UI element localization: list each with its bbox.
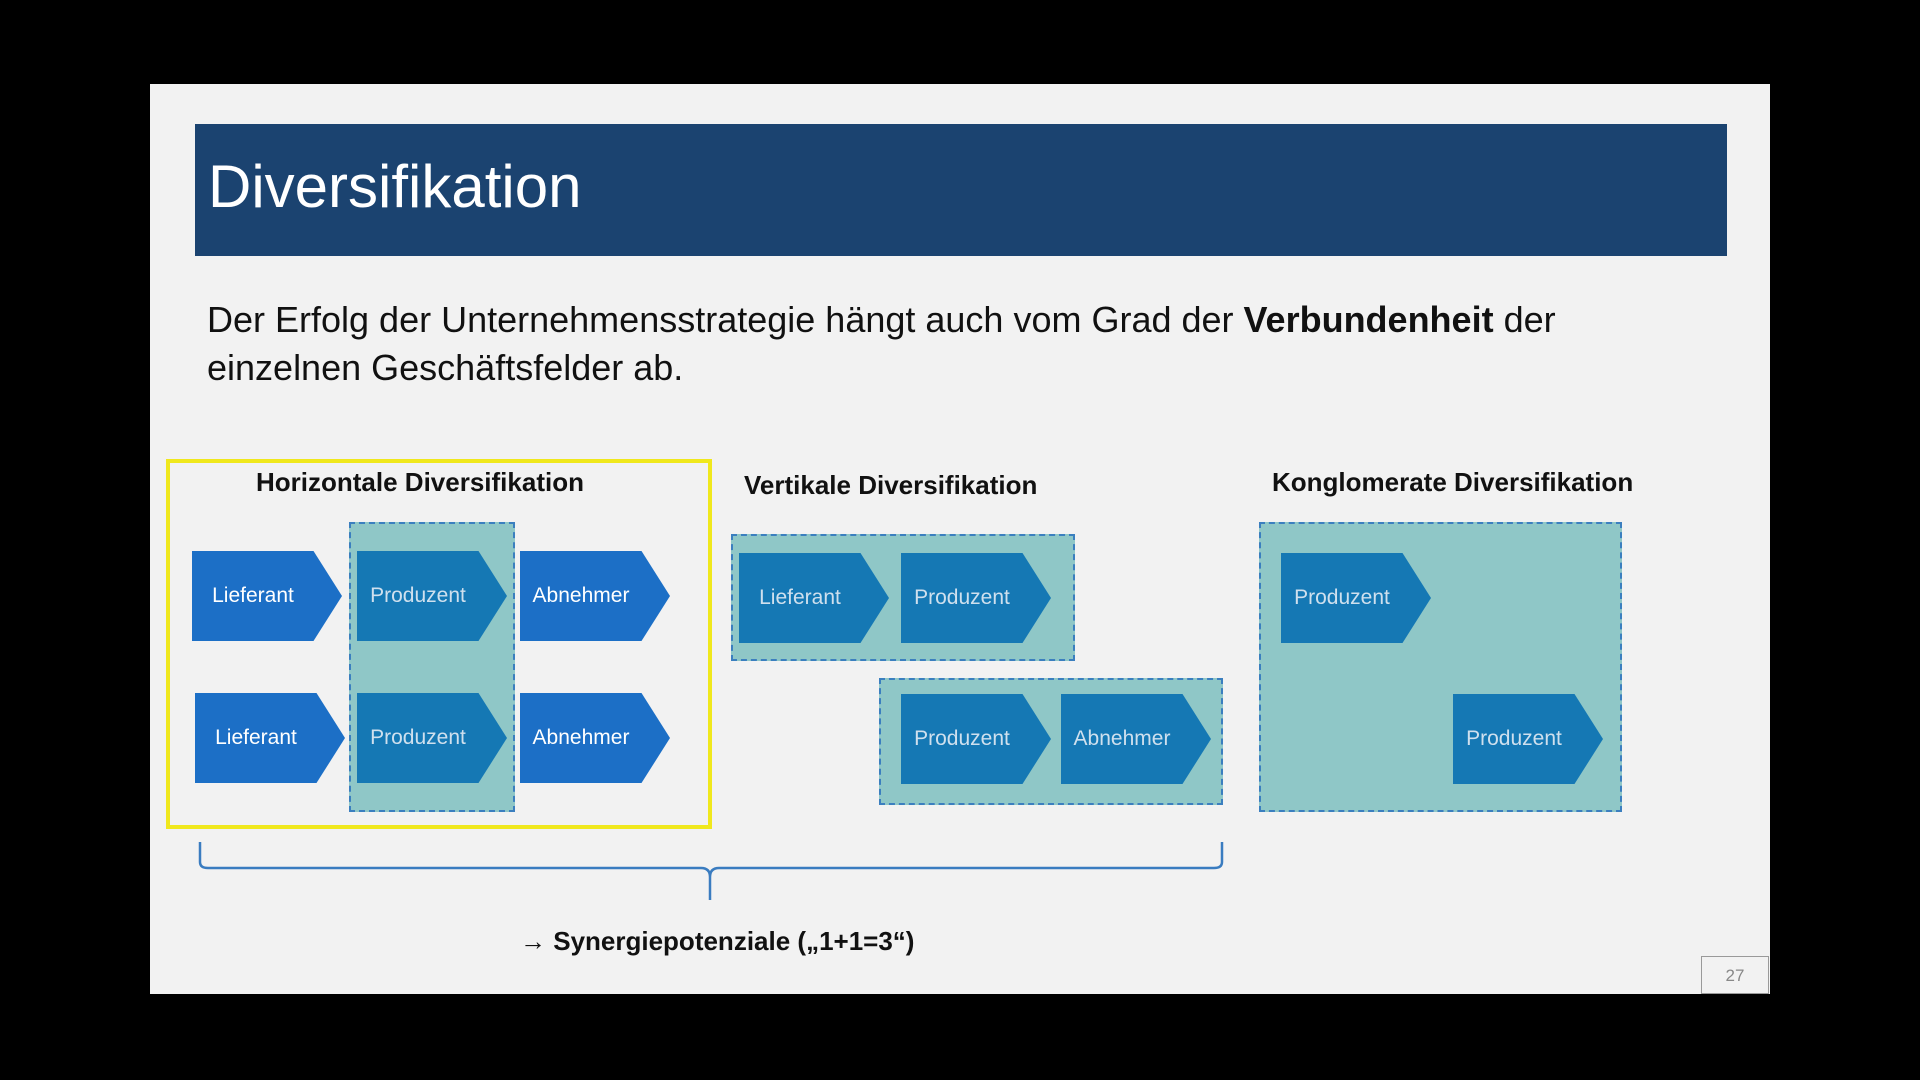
arrow-lieferant: Lieferant: [195, 693, 345, 783]
intro-bold: Verbundenheit: [1243, 299, 1494, 340]
arrow-lieferant: Lieferant: [739, 553, 889, 643]
arrow-abnehmer: Abnehmer: [520, 551, 670, 641]
arrow-abnehmer: Abnehmer: [520, 693, 670, 783]
intro-text: Der Erfolg der Unternehmensstrategie hän…: [207, 296, 1707, 392]
grouping-brace: [198, 842, 1224, 900]
arrow-produzent: Produzent: [357, 551, 507, 641]
intro-part2: der einzelnen Geschäftsfelder ab.: [207, 299, 1556, 388]
highlight-frame: [166, 459, 712, 829]
arrow-produzent: Produzent: [1281, 553, 1431, 643]
synergy-note: → Synergiepotenziale („1+1=3“): [520, 926, 915, 956]
arrow-lieferant: Lieferant: [192, 551, 342, 641]
arrow-produzent: Produzent: [357, 693, 507, 783]
arrow-abnehmer: Abnehmer: [1061, 694, 1211, 784]
section-title-conglomerate: Konglomerate Diversifikation: [1272, 467, 1634, 497]
intro-part1: Der Erfolg der Unternehmensstrategie hän…: [207, 299, 1244, 340]
section-title-horizontal: Horizontale Diversifikation: [256, 467, 584, 497]
page-number: 27: [1701, 956, 1769, 994]
arrow-produzent: Produzent: [1453, 694, 1603, 784]
section-title-vertical: Vertikale Diversifikation: [744, 470, 1038, 500]
arrow-produzent: Produzent: [901, 553, 1051, 643]
slide-title: Diversifikation: [208, 153, 582, 220]
arrow-produzent: Produzent: [901, 694, 1051, 784]
slide: Diversifikation Der Erfolg der Unternehm…: [150, 84, 1770, 994]
title-bar: Diversifikation: [195, 124, 1727, 256]
